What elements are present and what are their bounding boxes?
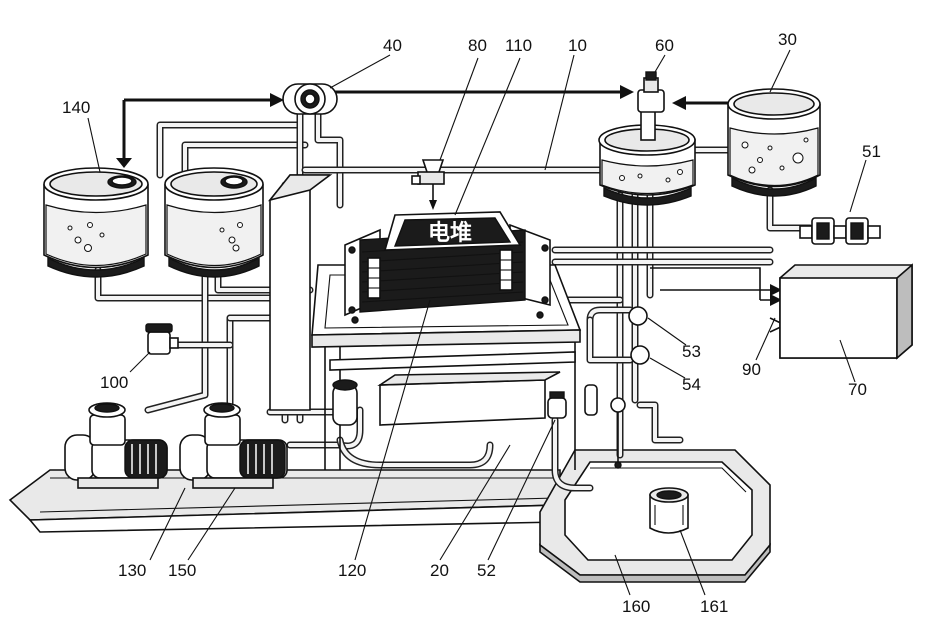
label-53: 53 bbox=[682, 342, 701, 361]
manual-valve bbox=[146, 324, 178, 354]
label-10: 10 bbox=[568, 36, 587, 55]
controller-box bbox=[780, 265, 912, 358]
label-150: 150 bbox=[168, 561, 196, 580]
label-161: 161 bbox=[700, 597, 728, 616]
humidifier-tank bbox=[599, 110, 695, 205]
collection-cup bbox=[650, 488, 688, 533]
solenoid-valve bbox=[638, 72, 664, 112]
label-20: 20 bbox=[430, 561, 449, 580]
flow-sensor bbox=[548, 392, 566, 418]
filter-canister bbox=[333, 380, 357, 425]
label-90: 90 bbox=[742, 360, 761, 379]
label-51: 51 bbox=[862, 142, 881, 161]
label-130: 130 bbox=[118, 561, 146, 580]
stack-label: 电堆 bbox=[428, 221, 472, 246]
label-160: 160 bbox=[622, 597, 650, 616]
label-40: 40 bbox=[383, 36, 402, 55]
label-100: 100 bbox=[100, 373, 128, 392]
water-tank-middle bbox=[165, 168, 263, 277]
label-80: 80 bbox=[468, 36, 487, 55]
label-54: 54 bbox=[682, 375, 701, 394]
label-120: 120 bbox=[338, 561, 366, 580]
water-tank-left bbox=[44, 168, 148, 277]
label-140: 140 bbox=[62, 98, 90, 117]
label-110: 110 bbox=[505, 36, 532, 55]
pump-right bbox=[180, 403, 287, 488]
fuel-cell-stack: 电堆 bbox=[345, 212, 550, 315]
three-way-valve bbox=[283, 84, 337, 114]
flowmeter-pair bbox=[800, 218, 880, 244]
label-60: 60 bbox=[655, 36, 674, 55]
pump-left bbox=[65, 403, 167, 488]
label-70: 70 bbox=[848, 380, 867, 399]
water-tank-right bbox=[728, 89, 820, 196]
label-30: 30 bbox=[778, 30, 797, 49]
label-52: 52 bbox=[477, 561, 496, 580]
